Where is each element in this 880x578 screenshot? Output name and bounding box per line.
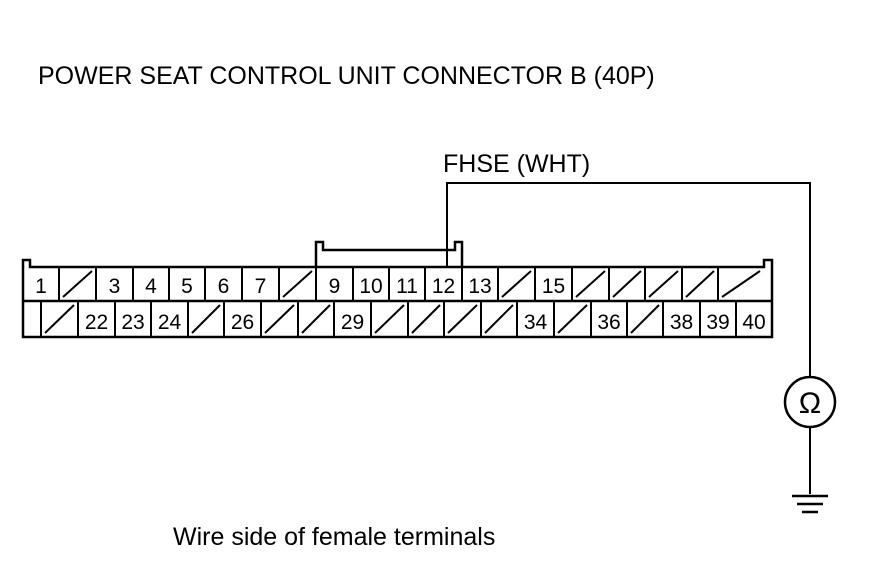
terminal-label-10: 10 bbox=[359, 275, 382, 298]
terminal-label-24: 24 bbox=[158, 311, 182, 334]
connector-lock-tab bbox=[314, 240, 464, 267]
unused-terminal-slash bbox=[648, 270, 679, 298]
terminal-row-2: 22 23 24 26 29 34 36 38 39 40 bbox=[40, 301, 766, 337]
wire-label: FHSE (WHT) bbox=[443, 150, 591, 178]
ground-icon bbox=[792, 494, 828, 514]
terminal-label-34: 34 bbox=[524, 311, 548, 334]
ohmmeter-icon: Ω bbox=[783, 375, 837, 429]
unused-terminal-slash bbox=[282, 270, 313, 298]
ohm-symbol: Ω bbox=[799, 387, 821, 420]
unused-terminal-slash bbox=[62, 270, 93, 298]
terminal-label-39: 39 bbox=[706, 311, 729, 334]
terminal-label-4: 4 bbox=[145, 275, 157, 298]
unused-terminal-slash bbox=[685, 270, 715, 298]
terminal-label-22: 22 bbox=[85, 311, 108, 334]
wire-fhse bbox=[446, 182, 811, 380]
unused-terminal-slash bbox=[374, 304, 405, 334]
unused-terminal-slash bbox=[264, 304, 295, 334]
terminal-label-40: 40 bbox=[742, 311, 765, 334]
terminal-label-38: 38 bbox=[670, 311, 693, 334]
unused-terminal-slash bbox=[612, 270, 642, 298]
terminal-label-12: 12 bbox=[432, 275, 455, 298]
unused-terminal-slash bbox=[447, 304, 478, 334]
terminal-label-23: 23 bbox=[121, 311, 144, 334]
unused-terminal-slash bbox=[630, 304, 660, 334]
terminal-label-13: 13 bbox=[468, 275, 491, 298]
unused-terminal-slash bbox=[557, 304, 588, 334]
terminal-label-1: 1 bbox=[35, 275, 47, 298]
unused-terminal-slash bbox=[484, 304, 514, 334]
unused-terminal-slash bbox=[501, 270, 532, 298]
caption: Wire side of female terminals bbox=[173, 523, 496, 551]
unused-terminal-slash bbox=[44, 304, 75, 334]
unused-terminal-slash bbox=[191, 304, 221, 334]
unused-terminal-slash bbox=[411, 304, 441, 334]
terminal-label-7: 7 bbox=[255, 275, 267, 298]
unused-terminal-slash bbox=[721, 270, 761, 298]
terminal-label-15: 15 bbox=[542, 275, 565, 298]
terminal-label-11: 11 bbox=[396, 275, 418, 298]
terminal-label-36: 36 bbox=[597, 311, 620, 334]
terminal-label-3: 3 bbox=[109, 275, 121, 298]
terminal-label-29: 29 bbox=[341, 311, 364, 334]
connector-housing bbox=[21, 258, 774, 339]
page-title: POWER SEAT CONTROL UNIT CONNECTOR B (40P… bbox=[38, 62, 655, 90]
terminal-label-5: 5 bbox=[181, 275, 193, 298]
unused-terminal-slash bbox=[301, 304, 331, 334]
unused-terminal-slash bbox=[575, 270, 606, 298]
terminal-label-6: 6 bbox=[218, 275, 230, 298]
terminal-label-9: 9 bbox=[329, 275, 341, 298]
terminal-label-26: 26 bbox=[231, 311, 254, 334]
